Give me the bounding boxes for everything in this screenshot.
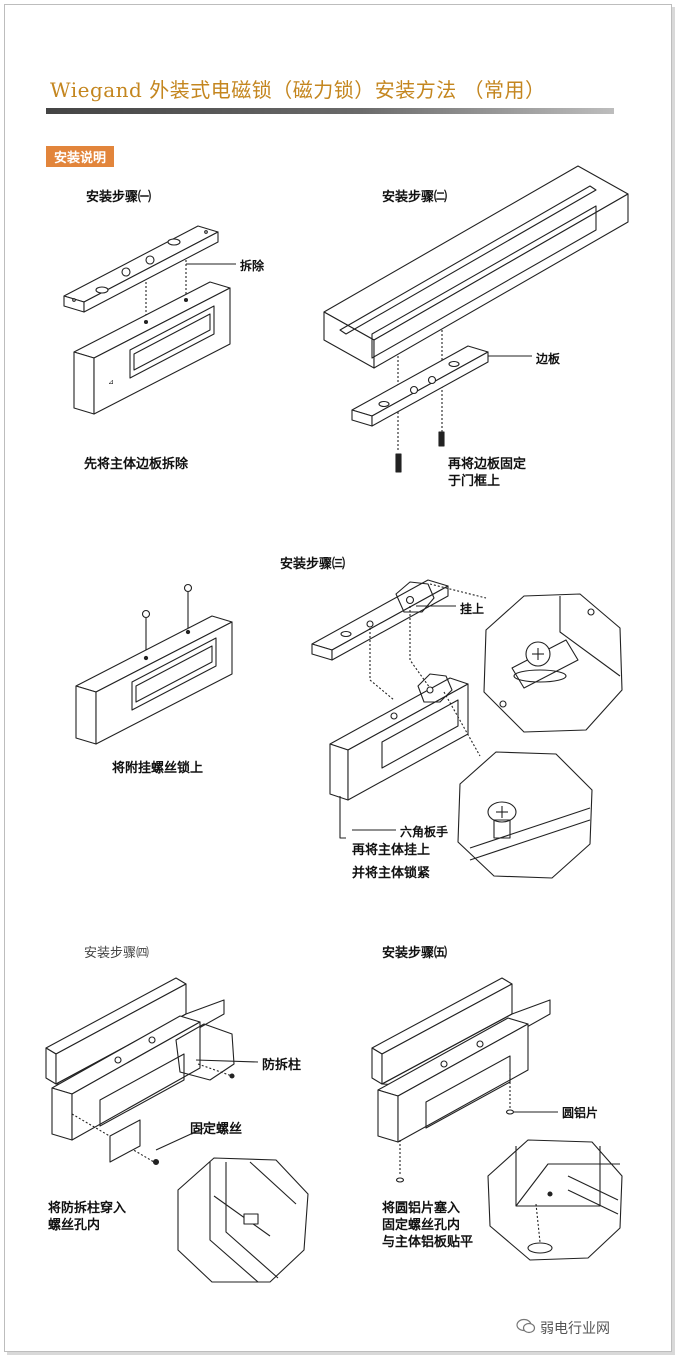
label-aluminium-disc: 圆铝片 xyxy=(562,1106,599,1120)
step5-frame xyxy=(371,977,551,1087)
step-4-heading: 安装步骤㈣ xyxy=(84,946,150,961)
step5-zoom xyxy=(487,1139,623,1261)
label-anti-tamper-post: 防拆柱 xyxy=(262,1058,302,1073)
step2-screws xyxy=(395,431,445,473)
step3-zoom-2 xyxy=(457,751,593,879)
step-5-caption: 将圆铝片塞入 固定螺丝孔内 与主体铝板贴平 xyxy=(382,1200,473,1251)
step3-lock-body xyxy=(75,615,233,745)
step4-zoom xyxy=(177,1157,309,1283)
caption-line: 于门框上 xyxy=(448,474,501,489)
step1-side-plate xyxy=(63,225,219,313)
caption-line: 螺丝孔内 xyxy=(48,1218,101,1233)
label-side-plate: 边板 xyxy=(536,352,561,366)
caption-line: 固定螺丝孔内 xyxy=(382,1218,461,1233)
step-1-heading: 安装步骤㈠ xyxy=(86,190,152,205)
step3-screws xyxy=(141,583,193,658)
step1-lock-body: ⊿ xyxy=(73,281,231,415)
caption-line: 再将边板固定 xyxy=(448,457,527,472)
step4-lock-body xyxy=(51,1015,201,1141)
step-3-caption-a: 将附挂螺丝锁上 xyxy=(112,760,203,777)
label-hex-key: 六角板手 xyxy=(400,825,449,839)
caption-line: 先将主体边板拆除 xyxy=(84,457,189,472)
step-5-heading: 安装步骤㈤ xyxy=(382,946,448,961)
page-title: Wiegand 外装式电磁锁（磁力锁）安装方法 （常用） xyxy=(50,78,546,102)
caption-line: 将圆铝片塞入 xyxy=(382,1201,461,1216)
step3-zoom-1 xyxy=(483,593,623,733)
label-remove: 拆除 xyxy=(240,259,265,273)
step-2-caption: 再将边板固定 于门框上 xyxy=(448,456,526,490)
title-rule xyxy=(46,108,614,114)
caption-line: 将附挂螺丝锁上 xyxy=(112,761,204,776)
caption-line: 再将主体挂上 xyxy=(352,843,431,858)
label-hang: 挂上 xyxy=(460,602,485,616)
caption-line: 将防拆柱穿入 xyxy=(48,1201,127,1216)
step-3-caption-b: 再将主体挂上 并将主体锁紧 xyxy=(352,842,430,882)
step-3-heading: 安装步骤㈢ xyxy=(280,557,346,572)
svg-text:⊿: ⊿ xyxy=(108,378,114,386)
section-tag: 安装说明 xyxy=(46,146,115,167)
step2-side-plate xyxy=(351,345,489,427)
step-4-caption: 将防拆柱穿入 螺丝孔内 xyxy=(48,1200,126,1234)
wechat-icon xyxy=(516,1318,536,1334)
caption-line: 并将主体锁紧 xyxy=(352,866,431,881)
step3-plate xyxy=(311,579,449,661)
step2-door-frame xyxy=(323,165,629,369)
watermark: 弱电行业网 xyxy=(540,1321,610,1337)
step3-lock-body-hang xyxy=(329,673,469,801)
step3-hex-key xyxy=(339,796,346,839)
step5-lock-body xyxy=(377,1017,529,1143)
caption-line: 与主体铝板贴平 xyxy=(382,1235,474,1250)
step-1-caption: 先将主体边板拆除 xyxy=(84,456,188,473)
label-fixing-screw: 固定螺丝 xyxy=(190,1122,243,1137)
step-2-heading: 安装步骤㈡ xyxy=(382,190,448,205)
